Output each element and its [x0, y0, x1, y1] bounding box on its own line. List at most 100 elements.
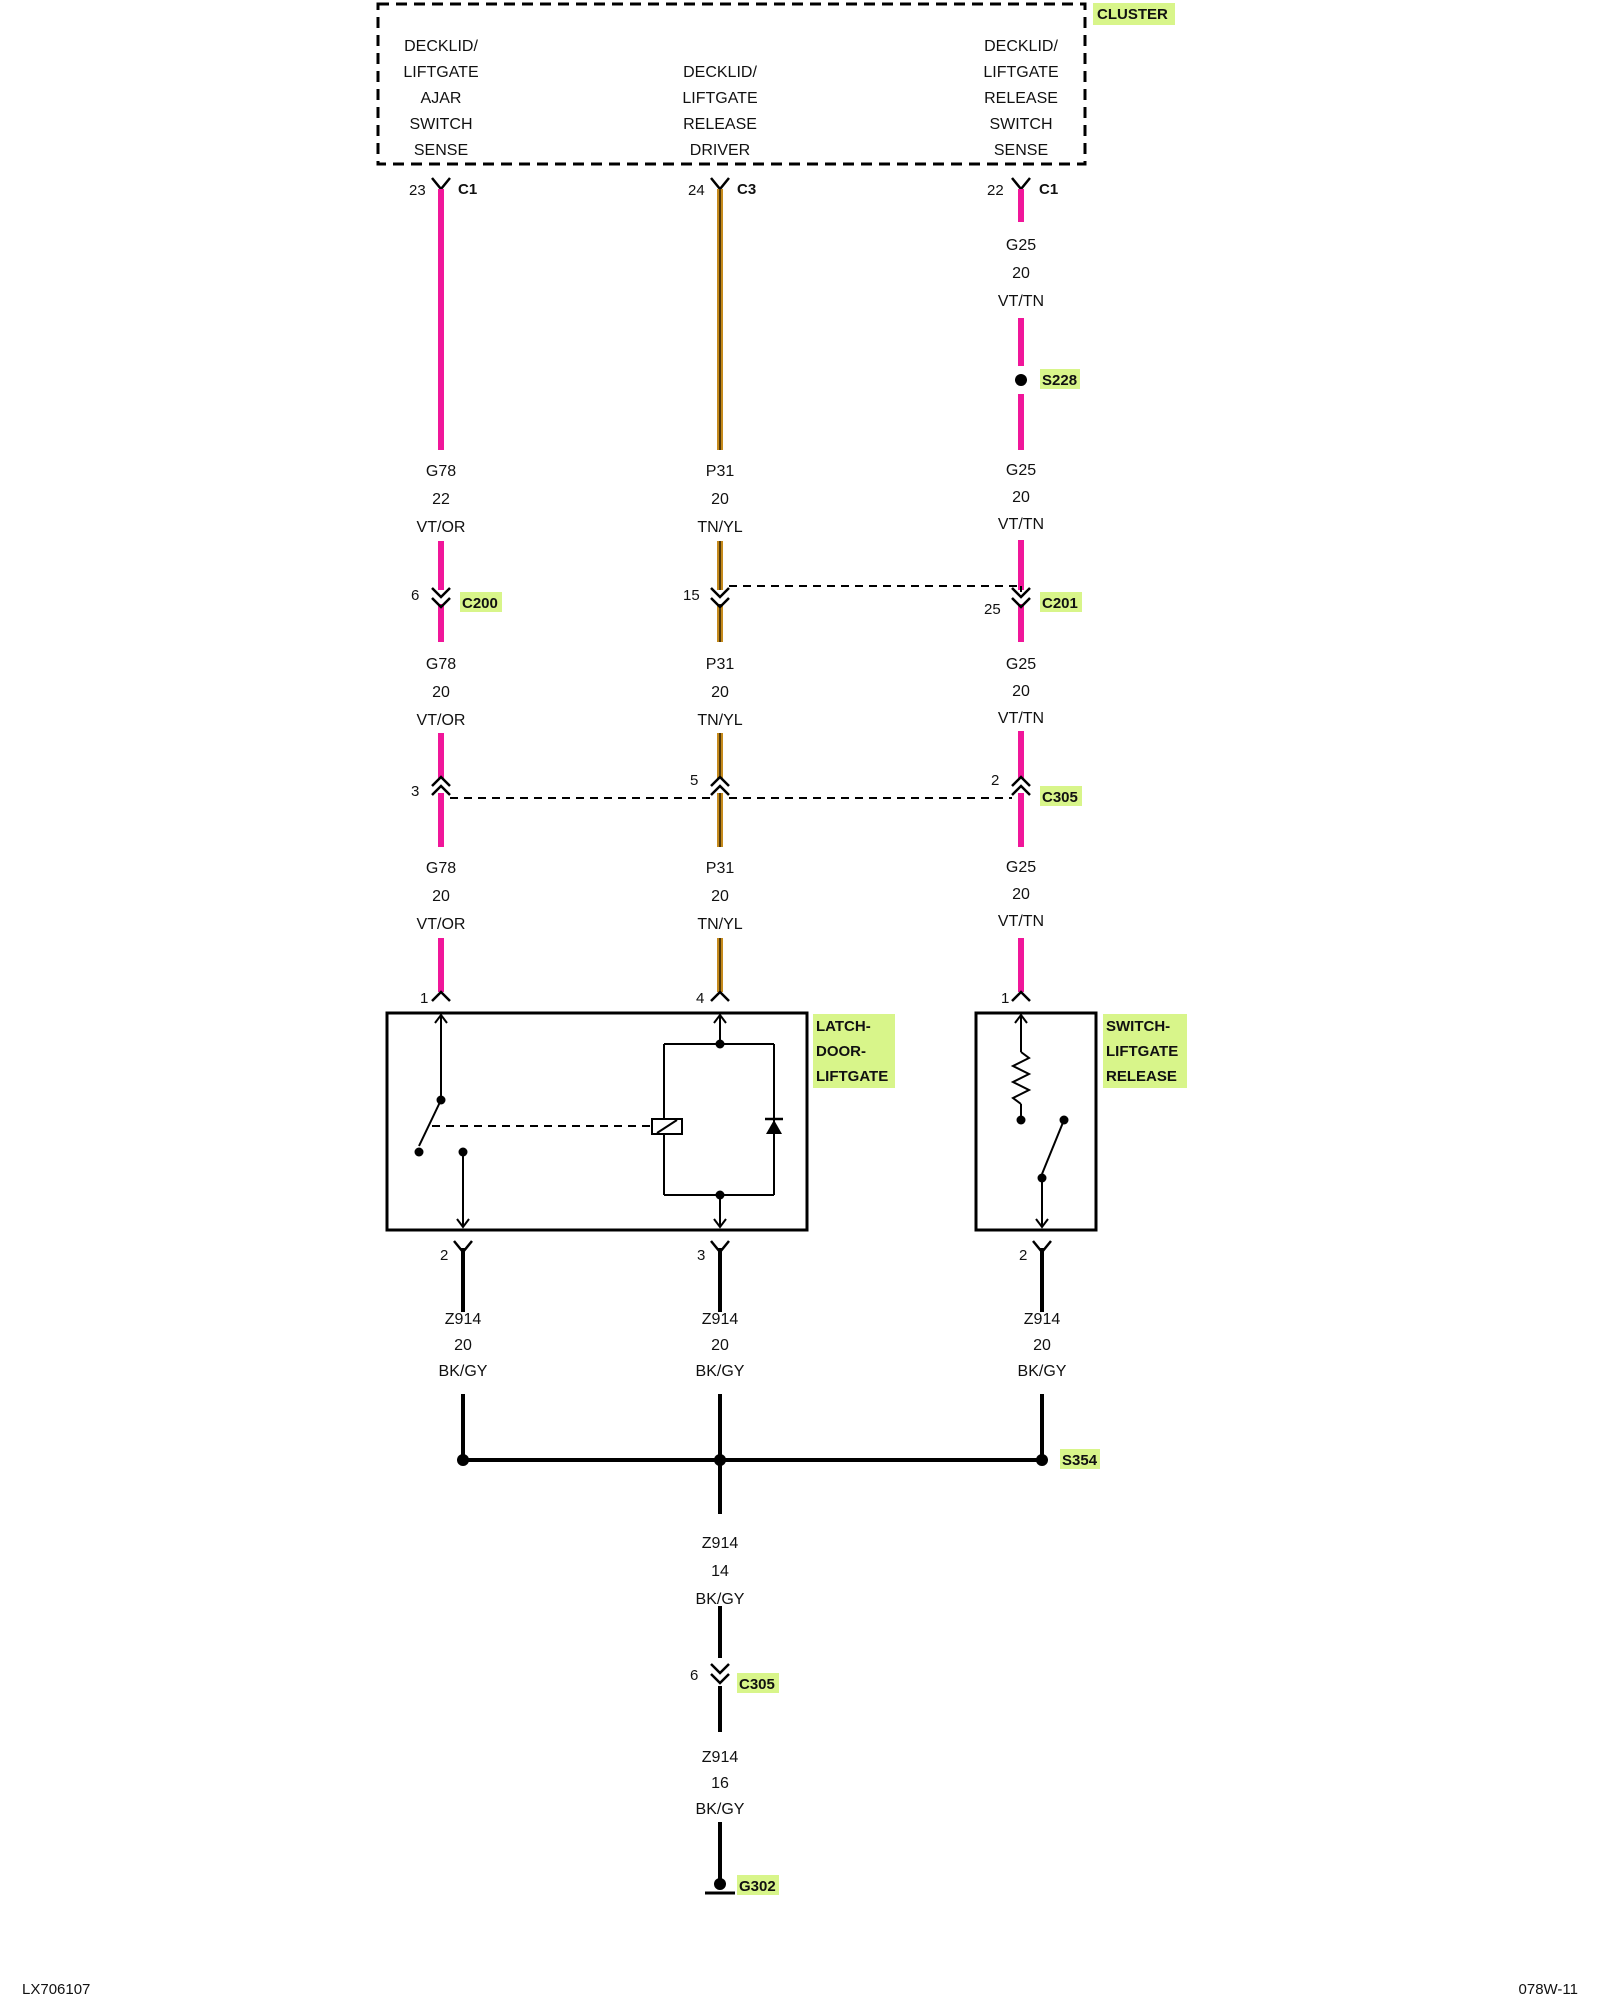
svg-text:VT/TN: VT/TN: [998, 710, 1044, 727]
svg-text:DECKLID/: DECKLID/: [984, 38, 1058, 55]
diode-icon: [766, 1120, 782, 1134]
svg-text:DRIVER: DRIVER: [690, 142, 750, 159]
latch-name: LATCH- DOOR- LIFTGATE: [816, 1018, 888, 1085]
cluster-name-highlight: [1093, 3, 1175, 25]
svg-text:22: 22: [987, 182, 1004, 199]
svg-text:TN/YL: TN/YL: [697, 712, 742, 729]
svg-text:3: 3: [697, 1247, 705, 1264]
ground-icon: [714, 1878, 726, 1890]
svg-text:G25: G25: [1006, 656, 1036, 673]
svg-text:6: 6: [690, 1667, 698, 1684]
svg-text:BK/GY: BK/GY: [696, 1591, 745, 1608]
svg-text:20: 20: [432, 684, 450, 701]
svg-text:S354: S354: [1062, 1452, 1098, 1469]
svg-text:20: 20: [1033, 1337, 1051, 1354]
latch-box: [385, 1011, 809, 1232]
svg-text:LIFTGATE: LIFTGATE: [682, 90, 757, 107]
splice-s228: S228: [1015, 369, 1080, 389]
svg-text:6: 6: [411, 587, 419, 604]
svg-text:Z914: Z914: [702, 1535, 739, 1552]
svg-text:2: 2: [1019, 1247, 1027, 1264]
svg-text:SWITCH: SWITCH: [409, 116, 472, 133]
svg-text:RELEASE: RELEASE: [683, 116, 757, 133]
svg-text:P31: P31: [706, 656, 735, 673]
diagram-code-left: LX706107: [22, 1981, 90, 1998]
switch-internal: [1010, 1013, 1069, 1229]
svg-text:LIFTGATE: LIFTGATE: [403, 64, 478, 81]
svg-text:BK/GY: BK/GY: [696, 1363, 745, 1380]
svg-text:TN/YL: TN/YL: [697, 519, 742, 536]
svg-text:C305: C305: [1042, 789, 1078, 806]
svg-text:G78: G78: [426, 463, 456, 480]
connector-c305-upper: 3 5 2 C305: [411, 772, 1082, 806]
latch-door-liftgate: 1 4 2 3: [385, 990, 895, 1264]
cluster-release-driver-label: DECKLID/ LIFTGATE RELEASE DRIVER: [682, 64, 757, 159]
cluster-module: CLUSTER DECKLID/ LIFTGATE AJAR SWITCH SE…: [376, 2, 1175, 199]
svg-text:G302: G302: [739, 1878, 776, 1895]
svg-text:C201: C201: [1042, 595, 1078, 612]
svg-text:14: 14: [711, 1563, 729, 1580]
svg-text:16: 16: [711, 1775, 729, 1792]
svg-text:G25: G25: [1006, 859, 1036, 876]
connector-c305-lower: 6 C305: [690, 1663, 779, 1693]
svg-text:1: 1: [420, 990, 428, 1007]
svg-text:VT/OR: VT/OR: [417, 712, 466, 729]
switch-name: SWITCH- LIFTGATE RELEASE: [1106, 1018, 1178, 1085]
svg-text:SWITCH: SWITCH: [989, 116, 1052, 133]
svg-text:15: 15: [683, 587, 700, 604]
svg-text:DECKLID/: DECKLID/: [683, 64, 757, 81]
svg-text:RELEASE: RELEASE: [1106, 1068, 1177, 1085]
svg-text:VT/TN: VT/TN: [998, 293, 1044, 310]
svg-text:P31: P31: [706, 860, 735, 877]
svg-text:BK/GY: BK/GY: [696, 1801, 745, 1818]
svg-text:P31: P31: [706, 463, 735, 480]
svg-text:3: 3: [411, 783, 419, 800]
svg-text:20: 20: [1012, 683, 1030, 700]
svg-text:DECKLID/: DECKLID/: [404, 38, 478, 55]
svg-text:C1: C1: [1039, 181, 1058, 198]
svg-text:24: 24: [688, 182, 705, 199]
svg-text:5: 5: [690, 772, 698, 789]
svg-text:VT/TN: VT/TN: [998, 913, 1044, 930]
svg-text:22: 22: [432, 491, 450, 508]
latch-solenoid: [651, 1013, 783, 1229]
svg-text:20: 20: [1012, 265, 1030, 282]
svg-text:SWITCH-: SWITCH-: [1106, 1018, 1170, 1035]
svg-text:C3: C3: [737, 181, 756, 198]
svg-text:VT/OR: VT/OR: [417, 916, 466, 933]
cluster-pin-right: 22 C1: [987, 177, 1058, 199]
cluster-release-sense-label: DECKLID/ LIFTGATE RELEASE SWITCH SENSE: [983, 38, 1058, 159]
svg-text:AJAR: AJAR: [421, 90, 462, 107]
svg-text:C1: C1: [458, 181, 477, 198]
svg-text:2: 2: [991, 772, 999, 789]
switch-liftgate-release: 1 2 SWITCH- LIFTGATE RELEASE: [974, 990, 1187, 1264]
svg-text:4: 4: [696, 990, 704, 1007]
svg-text:20: 20: [432, 888, 450, 905]
svg-text:S228: S228: [1042, 372, 1077, 389]
cluster-ajar-sense-label: DECKLID/ LIFTGATE AJAR SWITCH SENSE: [403, 38, 478, 159]
svg-text:20: 20: [711, 684, 729, 701]
svg-text:G78: G78: [426, 656, 456, 673]
latch-switch: [414, 1013, 654, 1229]
svg-text:Z914: Z914: [702, 1749, 739, 1766]
splice-s354: S354: [457, 1449, 1100, 1469]
cluster-name: CLUSTER: [1097, 6, 1168, 23]
svg-text:TN/YL: TN/YL: [697, 916, 742, 933]
svg-text:20: 20: [711, 491, 729, 508]
svg-text:LIFTGATE: LIFTGATE: [1106, 1043, 1178, 1060]
svg-text:23: 23: [409, 182, 426, 199]
ground-g302: G302: [705, 1875, 779, 1895]
svg-text:BK/GY: BK/GY: [1018, 1363, 1067, 1380]
svg-text:20: 20: [711, 888, 729, 905]
